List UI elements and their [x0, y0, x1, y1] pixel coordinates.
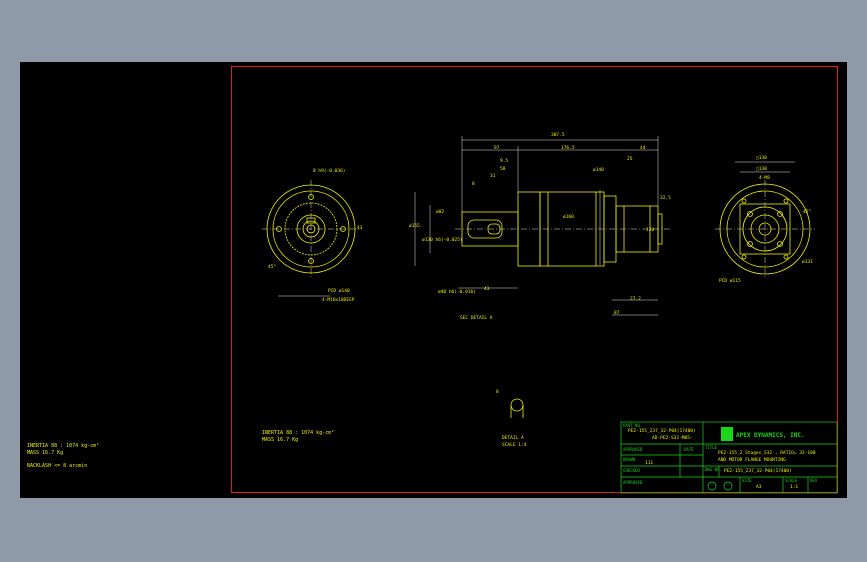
dim-45-right: 45°: [803, 210, 812, 215]
dim-45-left: 45°: [268, 265, 277, 270]
dim-43-left: 43: [357, 226, 363, 231]
dim-4m8: 4-M8: [759, 176, 770, 181]
dim-130c: □130: [756, 167, 767, 172]
dim-97: 97: [494, 146, 500, 151]
tb-date-label: DATE: [684, 447, 694, 452]
left-mass-note: MASS 16.7 Kg: [27, 450, 64, 456]
tb-title-label: TITLE: [705, 445, 718, 450]
dim-phi82: ø82: [436, 210, 445, 215]
dim-8: 8: [472, 182, 475, 187]
tb-approved2-label: APPROVED: [623, 480, 643, 485]
tb-desc2: AND MOTOR FLANGE MOUNTING: [718, 458, 786, 463]
tb-approved-label: APPROVED: [623, 447, 643, 452]
detail-label: DETAIL A: [502, 436, 524, 441]
tb-scale-label: SCALE: [785, 478, 798, 483]
tb-dwg-label: DWG NO.: [705, 467, 722, 472]
dim-holes: 4-M10x18DEEP: [322, 298, 355, 303]
dim-phi140: ø140: [593, 168, 604, 173]
dim-1765: 176.5: [561, 146, 575, 151]
tb-size-label: SIZE: [742, 478, 752, 483]
dim-pcd140: PCD ø140: [328, 289, 350, 294]
dim-8h9: 8 h9(-0.036): [313, 169, 346, 174]
dim-25: 25: [627, 157, 633, 162]
tb-company: APEX DYNAMICS, INC.: [736, 432, 805, 439]
dim-120: 120: [646, 228, 655, 233]
tb-scale-value: 1:1: [790, 485, 799, 490]
tb-part-no-1: PE2-155_237_32-P04(17400): [628, 429, 696, 434]
dim-58: 58: [500, 167, 506, 172]
tb-rev-label: REV: [810, 478, 818, 483]
dim-phi155: ø155: [409, 224, 420, 229]
tb-size-value: A3: [756, 485, 762, 490]
left-backlash-note: BACKLASH <= 8 arcmin: [27, 463, 88, 469]
tb-dwg-no: PE2-155_237_32-P04(17400): [724, 469, 792, 474]
dim-87: 87: [614, 311, 620, 316]
dim-44: 44: [640, 146, 646, 151]
dim-phi160: ø160: [563, 215, 574, 220]
dim-272: 27.2: [630, 297, 641, 302]
tb-desc1: PE2-155_2 Stages_S32 , RATIO= 32-100: [718, 451, 816, 456]
dim-95: 9.5: [500, 159, 509, 164]
left-inertia-note: INERTIA 88 : 1074 kg-cm²: [27, 443, 100, 449]
dim-43: 43: [484, 287, 490, 292]
tb-drawn-label: DRAWN: [623, 457, 636, 462]
detail-scale: SCALE 1:4: [502, 443, 527, 448]
mid-inertia-note: INERTIA 88 : 1074 kg-cm²: [262, 430, 335, 436]
dim-overall: 307.5: [551, 133, 565, 138]
detail-a-view: [510, 398, 524, 418]
drawing-border: [231, 66, 838, 493]
dim-325: 32.5: [660, 196, 671, 201]
title-block: [620, 421, 838, 494]
dim-pcd115: PCD ø115: [719, 279, 741, 284]
detail-dim: 8: [496, 390, 499, 395]
dim-phi131: ø131: [802, 260, 813, 265]
dim-sec-detail: SEC DETAIL A: [460, 316, 493, 321]
tb-part-no-2: AD-PE2-S32-M05-: [652, 436, 693, 441]
dim-phi130h6: ø130 h6(-0.025): [422, 238, 463, 243]
dim-phi40h6: ø40 h6(-0.016): [438, 290, 476, 295]
dim-130b: □130: [756, 156, 767, 161]
tb-part-label: PART NO.: [623, 423, 643, 428]
mid-mass-note: MASS 16.7 Kg: [262, 437, 299, 443]
tb-checked-label: CHECKED: [623, 468, 640, 473]
cad-viewport[interactable]: [20, 62, 847, 498]
dim-31: 31: [490, 174, 496, 179]
tb-drawn-value: 111: [645, 461, 654, 466]
